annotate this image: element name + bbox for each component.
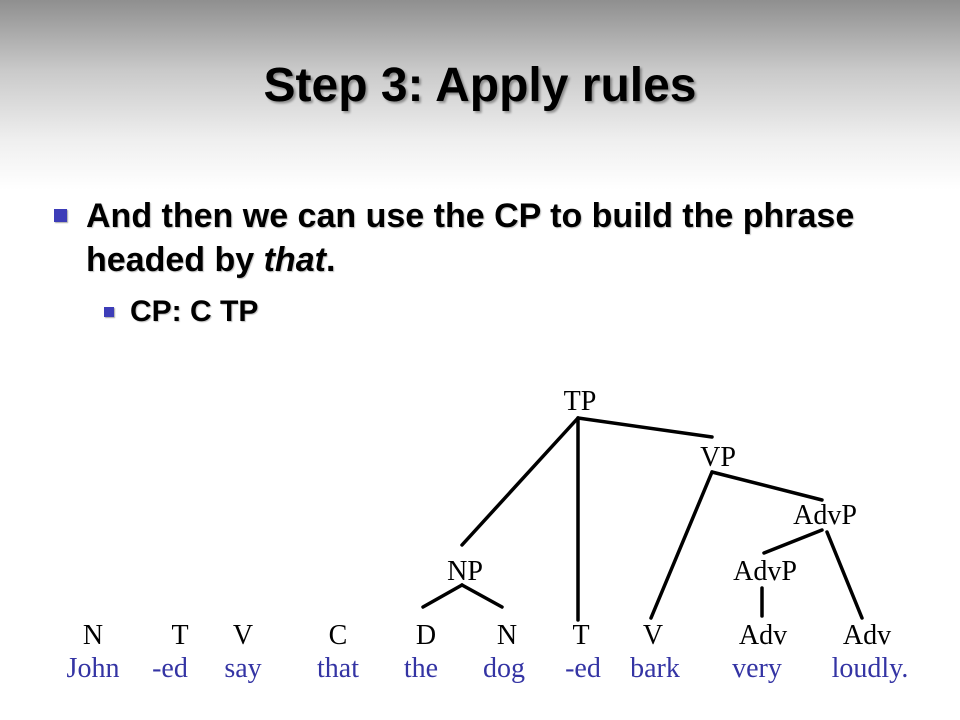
- branch-tp-vp: [576, 416, 714, 439]
- word-label: dog: [483, 653, 525, 684]
- category-label: Adv: [739, 620, 787, 651]
- category-label: N: [497, 620, 517, 651]
- word-label: that: [317, 653, 359, 684]
- branch-advp-adv: [825, 530, 864, 620]
- bullet-main: And then we can use the CP to build the …: [50, 194, 910, 282]
- category-row: N T V C D N T V Adv Adv: [83, 620, 891, 651]
- branch-np-d: [421, 583, 464, 609]
- category-label: C: [329, 620, 348, 651]
- word-label: very: [732, 653, 782, 684]
- bullet-sub-text: CP: C TP: [130, 295, 259, 328]
- bullet-sub: CP: C TP: [104, 294, 258, 330]
- node-advp-upper: AdvP: [793, 500, 857, 531]
- word-label: say: [224, 653, 261, 684]
- category-label: V: [233, 620, 253, 651]
- bullet-square-icon: [104, 307, 114, 317]
- category-label: N: [83, 620, 103, 651]
- node-np: NP: [447, 556, 483, 587]
- branch-np-n: [460, 583, 504, 609]
- word-label: -ed: [565, 653, 601, 684]
- node-advp-lower: AdvP: [733, 556, 797, 587]
- branch-vp-v: [649, 470, 714, 620]
- node-vp: VP: [700, 442, 736, 473]
- branch-vp-advp: [710, 470, 824, 502]
- bullet-main-text-part: And then we can use the CP to build the …: [86, 197, 855, 279]
- category-label: V: [643, 620, 663, 651]
- branch-advp-advp: [762, 528, 824, 555]
- word-label: loudly.: [832, 653, 909, 684]
- word-label: -ed: [152, 653, 188, 684]
- word-row: John -ed say that the dog -ed bark very …: [67, 653, 909, 684]
- bullet-square-icon: [54, 209, 67, 222]
- word-label: bark: [630, 653, 680, 684]
- branch-tp-np: [460, 416, 580, 547]
- category-label: T: [171, 620, 188, 651]
- category-label: Adv: [843, 620, 891, 651]
- bullet-main-emphasis: that: [263, 241, 326, 279]
- slide-title: Step 3: Apply rules: [263, 59, 697, 112]
- word-label: John: [67, 653, 120, 684]
- bullet-main-text-end: .: [325, 241, 336, 279]
- category-label: T: [572, 620, 589, 651]
- word-label: the: [404, 653, 438, 684]
- bullet-main-text: And then we can use the CP to build the …: [86, 194, 910, 282]
- node-tp: TP: [564, 386, 597, 417]
- tree-branches: [421, 416, 864, 622]
- category-label: D: [416, 620, 436, 651]
